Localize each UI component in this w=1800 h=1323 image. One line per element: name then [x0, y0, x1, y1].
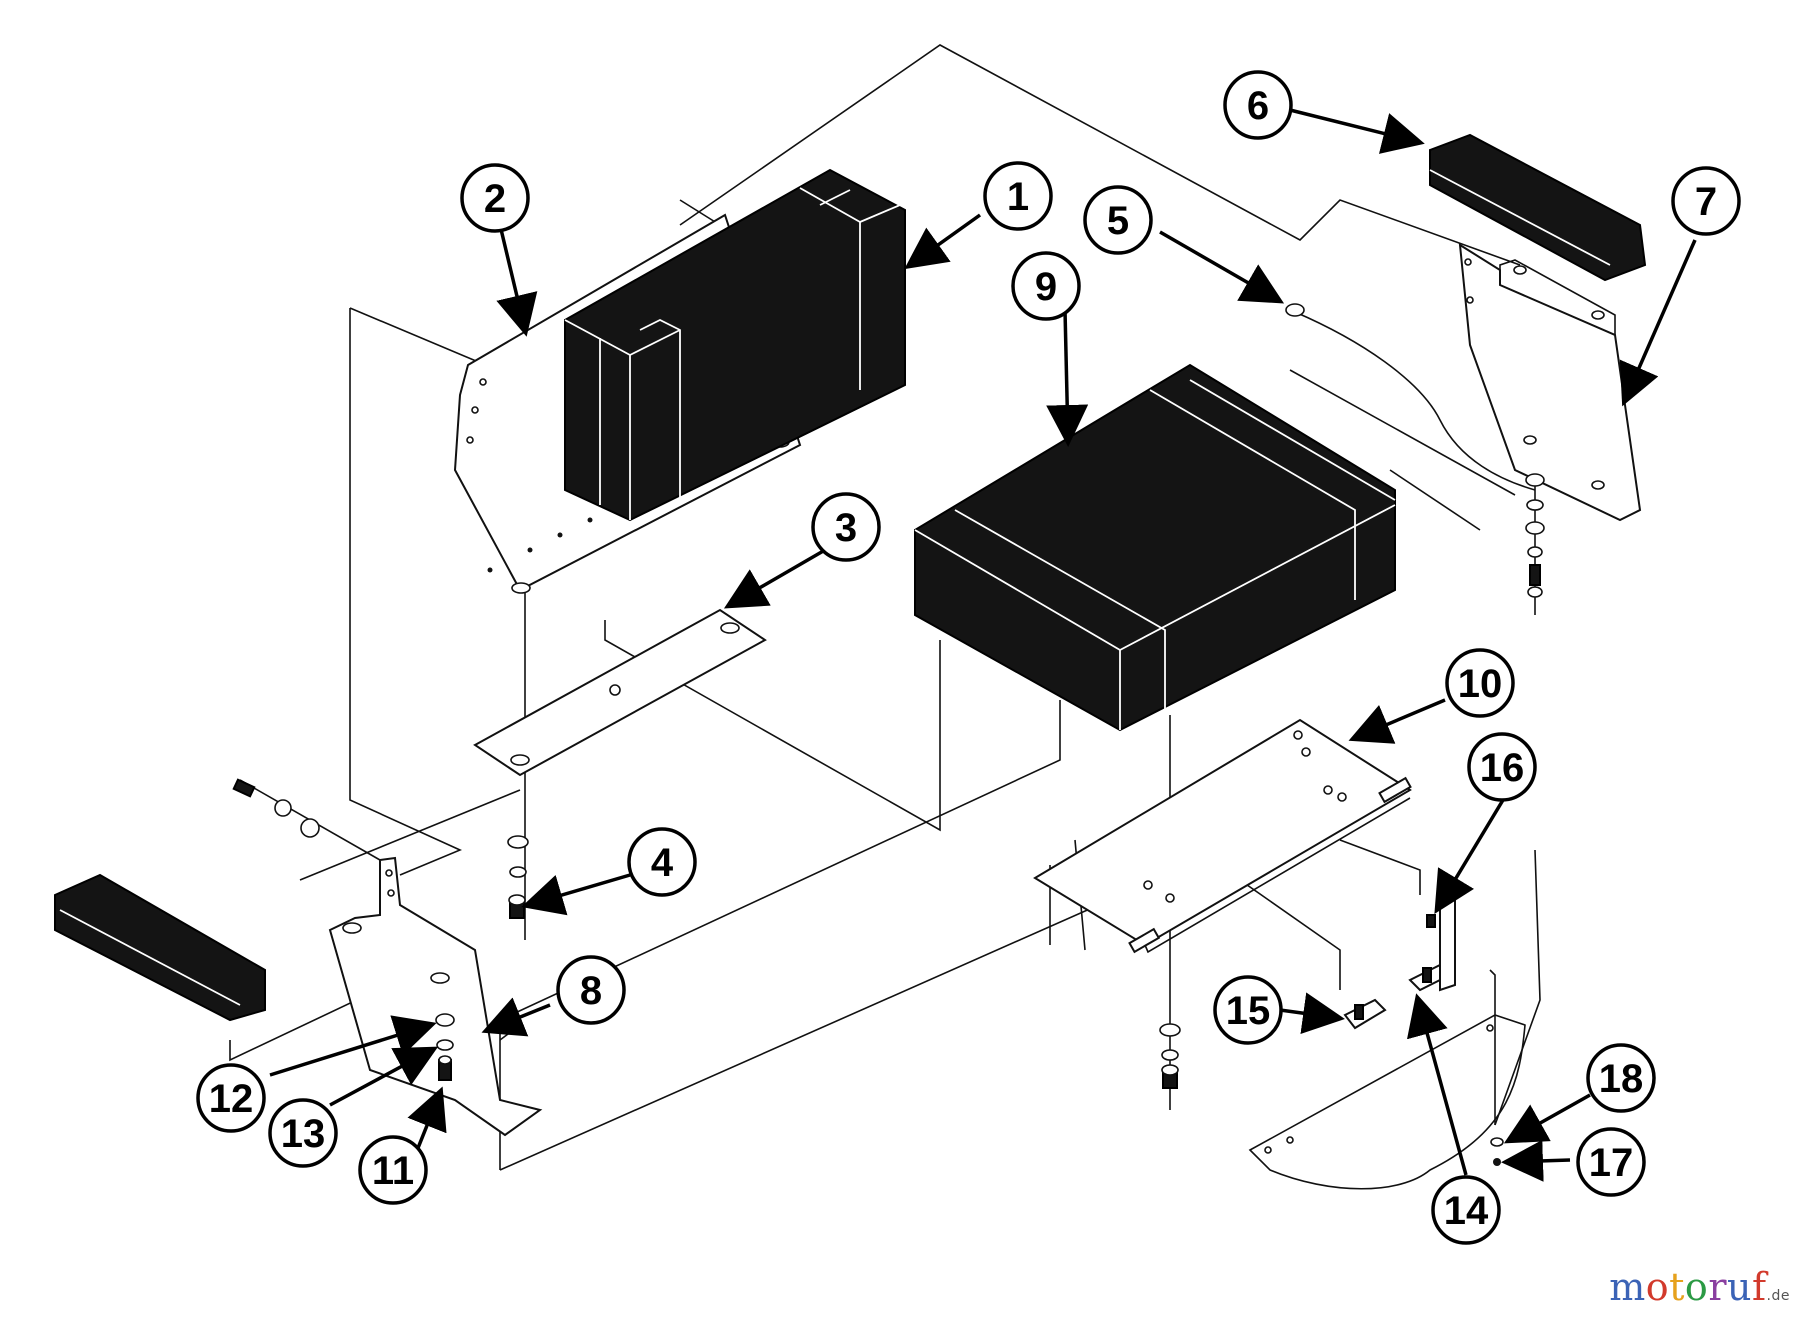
callout-13: 13	[268, 1098, 338, 1168]
cable-part-5	[1285, 303, 1544, 511]
watermark-text: motoruf	[1609, 1265, 1766, 1309]
callout-18: 18	[1586, 1043, 1656, 1113]
callout-14: 14	[1431, 1175, 1501, 1245]
callout-number: 18	[1599, 1057, 1644, 1101]
pad-part-6	[1429, 133, 1647, 282]
callout-17: 17	[1576, 1127, 1646, 1197]
fasteners-left-bracket	[436, 1039, 454, 1081]
callout-number: 13	[281, 1112, 326, 1156]
callout-number: 2	[484, 177, 506, 221]
battery-part-9	[914, 363, 1396, 732]
callout-11: 11	[358, 1135, 428, 1205]
callout-8: 8	[556, 955, 626, 1025]
watermark-letter: m	[1609, 1265, 1646, 1309]
leader-arrows	[269, 108, 1697, 1182]
callout-number: 15	[1226, 989, 1271, 1033]
fastener-stack-right	[1525, 473, 1545, 598]
callout-15: 15	[1213, 975, 1283, 1045]
fastener-stack-left	[507, 835, 529, 919]
callout-4: 4	[627, 827, 697, 897]
watermark-letter: o	[1645, 1265, 1670, 1309]
callout-number: 7	[1695, 180, 1717, 224]
callout-12: 12	[196, 1063, 266, 1133]
watermark-letter: f	[1751, 1265, 1767, 1309]
pad-left	[54, 873, 266, 1022]
callout-6: 6	[1223, 70, 1293, 140]
callout-7: 7	[1671, 166, 1741, 236]
callout-number: 5	[1107, 199, 1129, 243]
bracket-part-8	[328, 856, 543, 1137]
callout-number: 1	[1007, 175, 1029, 219]
callout-number: 6	[1247, 84, 1269, 128]
callout-10: 10	[1445, 648, 1515, 718]
plate-part-3	[473, 608, 767, 777]
callout-2: 2	[460, 163, 530, 233]
callout-3: 3	[811, 492, 881, 562]
callout-number: 4	[651, 841, 674, 885]
callout-number: 8	[580, 969, 602, 1013]
callout-1: 1	[983, 161, 1053, 231]
callout-number: 12	[209, 1077, 254, 1121]
bracket-part-7	[1458, 243, 1642, 522]
callout-16: 16	[1467, 732, 1537, 802]
lower-right-plate	[1248, 1014, 1526, 1190]
callout-5: 5	[1083, 185, 1153, 255]
callout-number: 16	[1480, 746, 1525, 790]
clip-part-15	[1343, 998, 1387, 1030]
fastener-stack-centre	[1159, 1023, 1181, 1089]
callout-number: 11	[372, 1149, 414, 1193]
watermark-letter: r	[1708, 1265, 1727, 1309]
callout-number: 9	[1035, 265, 1057, 309]
tray-part-10	[1033, 718, 1412, 954]
watermark-letter: t	[1669, 1265, 1685, 1309]
watermark-letter: u	[1726, 1265, 1752, 1309]
callout-number: 14	[1444, 1189, 1489, 1233]
battery-part-1	[564, 168, 906, 522]
callout-number: 3	[835, 506, 857, 550]
callout-9: 9	[1011, 251, 1081, 321]
watermark-tld: .de	[1766, 1288, 1790, 1304]
callout-number: 10	[1458, 662, 1503, 706]
fasteners-top-left	[232, 778, 320, 838]
watermark-letter: o	[1684, 1265, 1709, 1309]
callout-number: 17	[1589, 1141, 1634, 1185]
watermark: motoruf.de	[1609, 1265, 1790, 1309]
